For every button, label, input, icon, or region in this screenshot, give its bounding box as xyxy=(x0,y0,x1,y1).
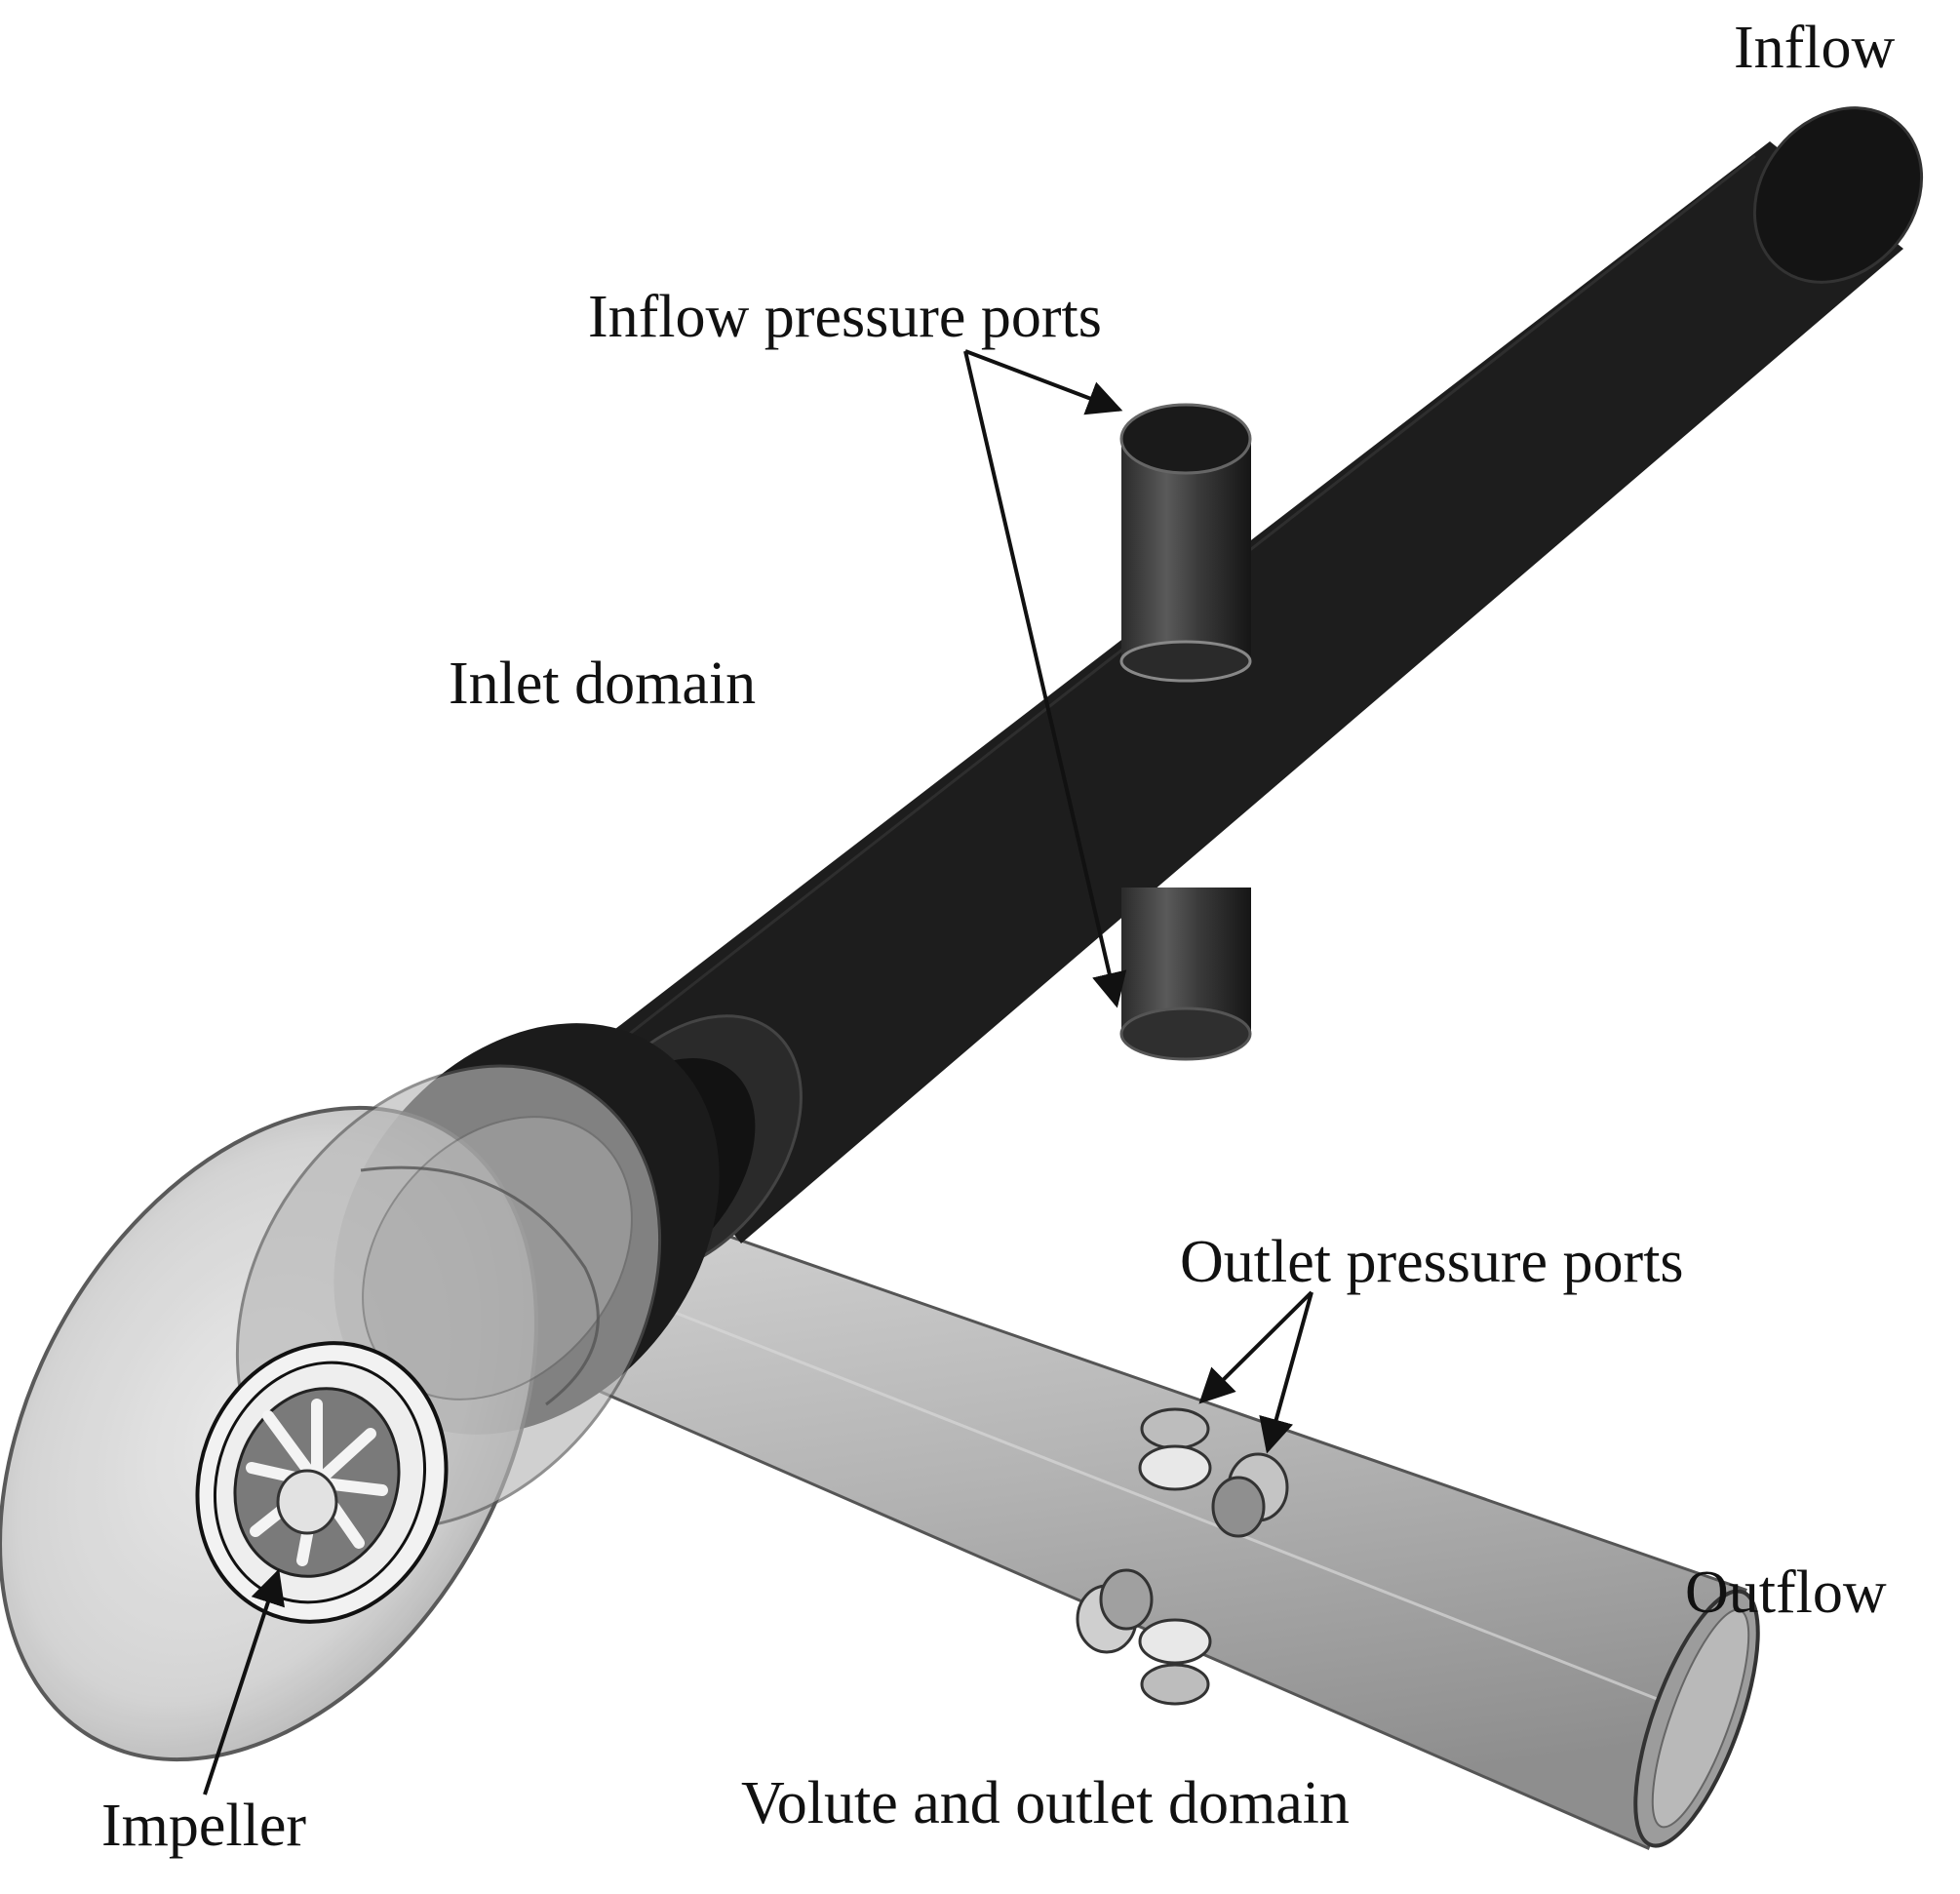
leader-lines xyxy=(203,349,1313,1795)
outflow-label: Outflow xyxy=(1685,1559,1887,1626)
inflow-pressure-port-cylinders xyxy=(1119,403,1252,1061)
inflow-label: Inflow xyxy=(1734,15,1896,81)
outlet-pressure-port-discs xyxy=(1076,1407,1289,1706)
volute-and-outlet-domain-label: Volute and outlet domain xyxy=(741,1770,1350,1836)
outlet-pipe xyxy=(582,1232,1760,1851)
outlet-pressure-ports-label: Outlet pressure ports xyxy=(1180,1229,1684,1295)
impeller-label: Impeller xyxy=(101,1793,307,1859)
inflow-pressure-ports-label: Inflow pressure ports xyxy=(588,284,1102,350)
inlet-domain-label: Inlet domain xyxy=(449,651,757,717)
impeller xyxy=(195,1341,449,1624)
